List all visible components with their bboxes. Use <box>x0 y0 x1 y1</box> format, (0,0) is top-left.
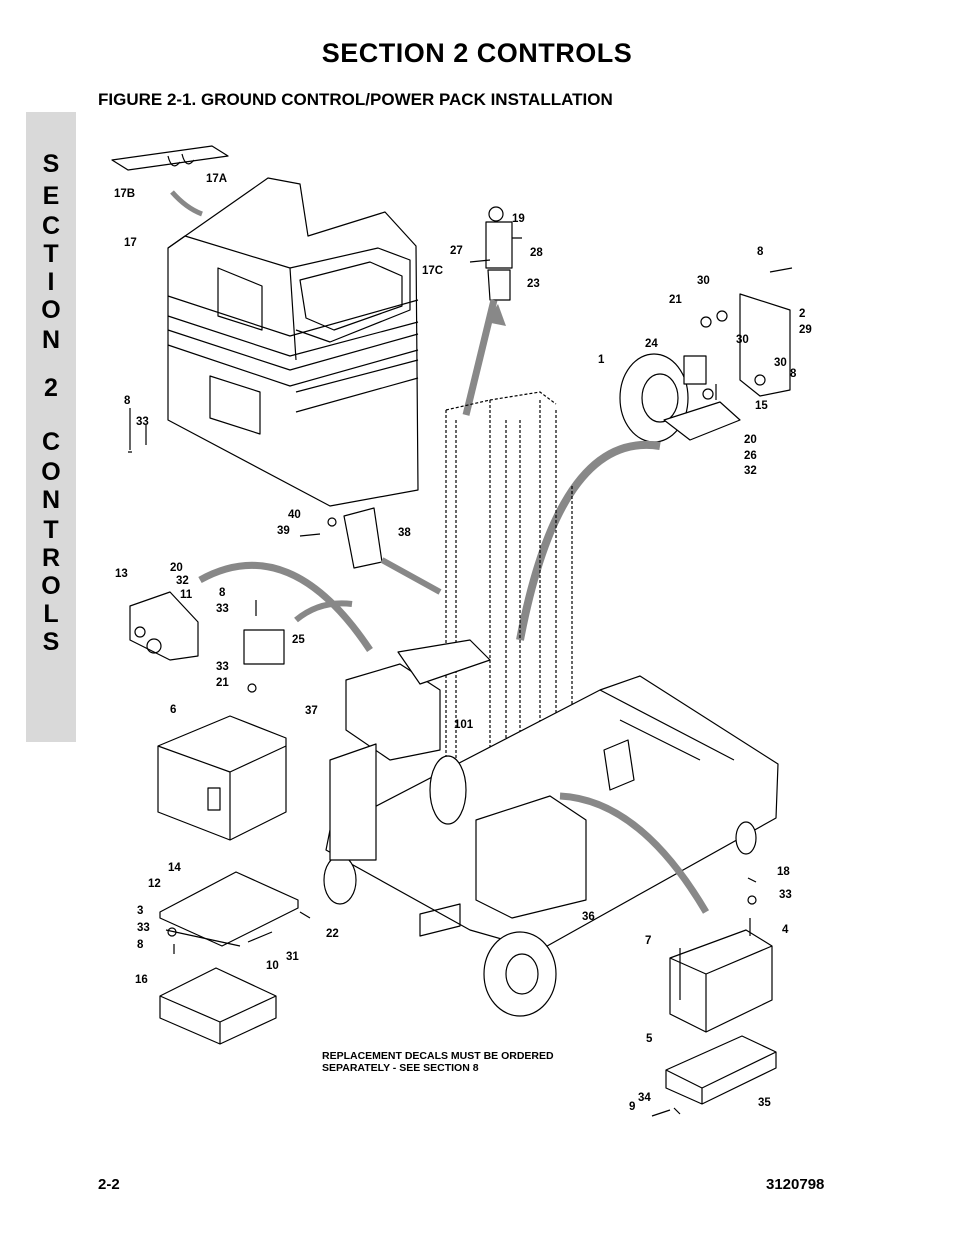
chassis <box>323 639 779 1017</box>
side-tab-letter: O <box>41 572 61 600</box>
callout-label: 6 <box>170 704 176 716</box>
side-tab-letter: S <box>42 150 60 178</box>
decal-note-line: REPLACEMENT DECALS MUST BE ORDERED <box>322 1050 554 1062</box>
callout-label: 32 <box>176 575 189 587</box>
side-tab-letter: S <box>42 628 60 656</box>
side-tab-letter: C <box>41 212 61 240</box>
callout-label: 29 <box>799 324 812 336</box>
callout-label: 25 <box>292 634 305 646</box>
side-tab-letter: 2 <box>44 374 58 402</box>
callout-label: 27 <box>450 245 463 257</box>
callout-label: 14 <box>168 862 181 874</box>
callout-label: 33 <box>779 889 792 901</box>
control-box-13 <box>129 561 373 661</box>
keypad-38 <box>299 507 442 595</box>
callout-label: 9 <box>629 1101 635 1113</box>
mat-16 <box>159 967 277 1045</box>
callout-label: 32 <box>744 465 757 477</box>
callout-label: 5 <box>646 1033 653 1045</box>
mast <box>445 391 573 800</box>
callout-label: 4 <box>782 924 789 936</box>
callout-label: 17C <box>422 265 443 277</box>
callout-label: 2 <box>799 308 805 320</box>
relay-25 <box>243 600 285 693</box>
callout-label: 34 <box>638 1092 651 1104</box>
callout-label: 10 <box>266 960 279 972</box>
callout-label: 31 <box>286 951 299 963</box>
callout-label: 40 <box>288 509 301 521</box>
callout-label: 28 <box>530 247 543 259</box>
callout-label: 33 <box>136 416 149 428</box>
side-tab-letter: T <box>43 516 59 544</box>
callout-label: 1 <box>598 354 605 366</box>
callout-label: 33 <box>216 603 229 615</box>
callout-label: 30 <box>774 357 787 369</box>
callout-label: 15 <box>755 400 768 412</box>
figure-title: FIGURE 2-1. GROUND CONTROL/POWER PACK IN… <box>98 90 613 109</box>
callout-label: 35 <box>758 1097 771 1109</box>
side-tab-letter: O <box>41 296 61 324</box>
callout-label: 8 <box>757 246 764 258</box>
cover-17 <box>167 177 419 507</box>
callout-label: 23 <box>527 278 540 290</box>
callout-label: 18 <box>777 866 790 878</box>
page-number: 2-2 <box>98 1176 120 1193</box>
callout-label: 33 <box>137 922 150 934</box>
battery-5 <box>669 877 773 1033</box>
side-tab-letter: C <box>41 428 61 456</box>
callout-label: 37 <box>305 705 318 717</box>
callout-label: 19 <box>512 213 525 225</box>
decal-note-line: SEPARATELY - SEE SECTION 8 <box>322 1062 479 1074</box>
callout-label: 16 <box>135 974 148 986</box>
callout-label: 7 <box>645 935 651 947</box>
callout-label: 21 <box>669 294 682 306</box>
side-tab-letter: N <box>41 486 61 514</box>
callout-label: 101 <box>454 719 474 731</box>
section-side-tab: S E C T I O N 2 C O N T R O L S <box>26 112 76 742</box>
callout-label: 39 <box>277 525 290 537</box>
side-tab-letter: L <box>43 600 59 628</box>
callout-label: 36 <box>582 911 595 923</box>
callout-label: 8 <box>124 395 131 407</box>
side-tab-letter: N <box>41 326 61 354</box>
callout-label: 30 <box>736 334 749 346</box>
callout-label: 8 <box>790 368 797 380</box>
callout-label: 33 <box>216 661 229 673</box>
side-tab-letter: O <box>41 458 61 486</box>
battery-tray-35 <box>651 1035 777 1117</box>
side-tab-letter: E <box>42 182 60 210</box>
callout-label: 22 <box>326 928 339 940</box>
hardware-8-33 <box>128 408 147 453</box>
callout-label: 30 <box>697 275 710 287</box>
callout-label: 12 <box>148 878 161 890</box>
horn-assembly <box>516 267 793 641</box>
document-number: 3120798 <box>766 1176 825 1193</box>
callout-label: 3 <box>137 905 143 917</box>
switch-assembly <box>462 206 522 416</box>
callout-label: 13 <box>115 568 128 580</box>
tray-14 <box>159 871 311 954</box>
callout-label: 21 <box>216 677 229 689</box>
callout-label: 20 <box>170 562 183 574</box>
callout-label: 11 <box>180 589 193 601</box>
callout-label: 24 <box>645 338 658 350</box>
callout-label: 26 <box>744 450 757 462</box>
callout-label: 20 <box>744 434 757 446</box>
callout-label: 8 <box>137 939 144 951</box>
callout-label: 17A <box>206 173 227 185</box>
side-tab-letter: R <box>41 544 61 572</box>
callout-label: 17 <box>124 237 137 249</box>
side-tab-letter: I <box>47 268 55 296</box>
bracket-17b <box>111 145 229 217</box>
callout-label: 8 <box>219 587 226 599</box>
charger-6 <box>157 715 287 841</box>
side-tab-letter: T <box>43 240 59 268</box>
callout-label: 17B <box>114 188 135 200</box>
callout-label: 38 <box>398 527 411 539</box>
callout-labels: 17B 17A 17 17C 19 27 28 23 8 30 21 2 29 … <box>114 173 812 1113</box>
section-heading: SECTION 2 CONTROLS <box>321 38 633 68</box>
